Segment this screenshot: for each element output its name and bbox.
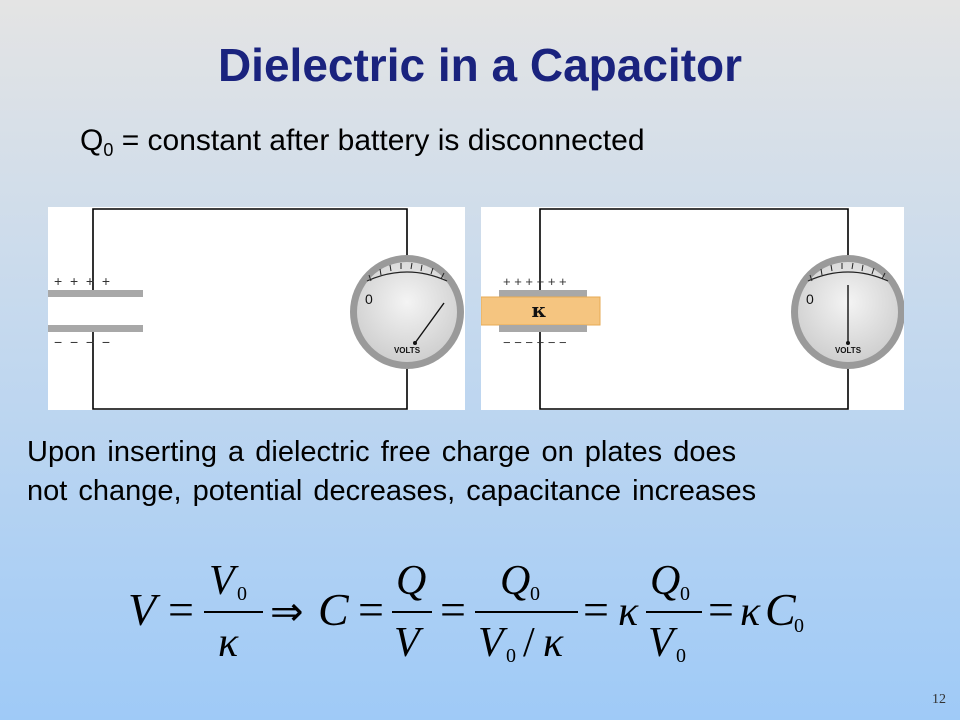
eq-q0-numerator-2: Q (650, 558, 680, 604)
eq-v: V (128, 584, 161, 635)
voltmeter-scale (366, 271, 448, 282)
eq-q0-numerator-sub: 0 (530, 583, 540, 605)
eq-slash: / (523, 620, 535, 666)
eq-v0-numerator: V (209, 558, 239, 604)
circuit-diagram-right: κ + + + + + + − − − − − − 0 VOLTS (481, 208, 904, 410)
eq-equals-2: = (358, 584, 384, 635)
voltmeter-scale (807, 271, 889, 282)
voltmeter-ticks (368, 262, 445, 282)
body-line-1: Upon inserting a dielectric free charge … (27, 436, 737, 468)
capacitor-bottom-plate (48, 325, 143, 332)
voltmeter-zero: 0 (806, 291, 814, 307)
body-line-2: not change, potential decreases, capacit… (27, 475, 757, 507)
figure-capacitor-without-dielectric: + + + + − − − − 0 VOLTS (48, 207, 465, 410)
minus-charges: − − − − (54, 334, 110, 350)
plus-charges: + + + + + + (503, 274, 567, 289)
subtitle: Q0 = constant after battery is disconnec… (80, 124, 645, 161)
eq-kappa-1: κ (618, 589, 639, 635)
voltmeter-label: VOLTS (394, 346, 421, 355)
eq-equals-1: = (168, 584, 194, 635)
voltmeter-label: VOLTS (835, 346, 862, 355)
capacitor-bottom-plate (499, 325, 587, 332)
minus-charges: − − − − − − (503, 335, 567, 350)
eq-q-numerator: Q (396, 558, 426, 604)
eq-equals-4: = (583, 584, 609, 635)
voltmeter-zero: 0 (365, 291, 373, 307)
voltmeter-face (357, 262, 457, 362)
eq-q0-numerator-2-sub: 0 (680, 583, 690, 605)
eq-v0-numerator-sub: 0 (237, 583, 247, 605)
plus-charges: + + + + (54, 273, 110, 289)
body-text: Upon inserting a dielectric free charge … (27, 433, 756, 511)
subtitle-text: = constant after battery is disconnected (113, 124, 645, 157)
capacitance-equation: V = V 0 κ ⇒ C = Q V = Q 0 V 0 / κ = κ Q … (128, 558, 804, 667)
dielectric-slab (481, 296, 601, 326)
eq-c0-sub: 0 (794, 615, 804, 637)
eq-c0: C (765, 584, 797, 635)
dielectric-kappa-label: κ (532, 298, 547, 322)
circuit-diagram-left: + + + + − − − − 0 VOLTS (48, 208, 464, 410)
capacitor-top-plate (499, 290, 587, 297)
slide-title: Dielectric in a Capacitor (217, 39, 743, 91)
eq-kappa-2: κ (740, 589, 761, 635)
subtitle-q: Q (80, 124, 104, 157)
subtitle-subscript: 0 (103, 140, 114, 160)
eq-v0-denominator: V (478, 620, 508, 666)
circuit-wire (539, 208, 849, 410)
eq-kappa-denominator-2: κ (543, 620, 564, 666)
eq-kappa-denominator-1: κ (218, 620, 239, 666)
voltmeter: 0 VOLTS (791, 255, 904, 369)
capacitor-top-plate (48, 290, 143, 297)
figure-capacitor-with-dielectric: κ + + + + + + − − − − − − 0 VOLTS (481, 207, 904, 410)
eq-implies: ⇒ (270, 589, 304, 635)
eq-c: C (318, 584, 350, 635)
page-number: 12 (932, 692, 946, 707)
circuit-wire (92, 208, 408, 410)
eq-equals-3: = (440, 584, 466, 635)
needle-pivot (413, 341, 417, 345)
eq-v-denominator: V (394, 620, 424, 666)
eq-q0-numerator: Q (500, 558, 530, 604)
eq-v0-denominator-2-sub: 0 (676, 645, 686, 667)
voltmeter: 0 VOLTS (350, 255, 464, 369)
eq-equals-5: = (708, 584, 734, 635)
voltmeter-ticks (809, 262, 886, 282)
eq-v0-denominator-sub: 0 (506, 645, 516, 667)
voltmeter-needle (414, 302, 445, 344)
eq-v0-denominator-2: V (648, 620, 678, 666)
needle-pivot (846, 341, 850, 345)
